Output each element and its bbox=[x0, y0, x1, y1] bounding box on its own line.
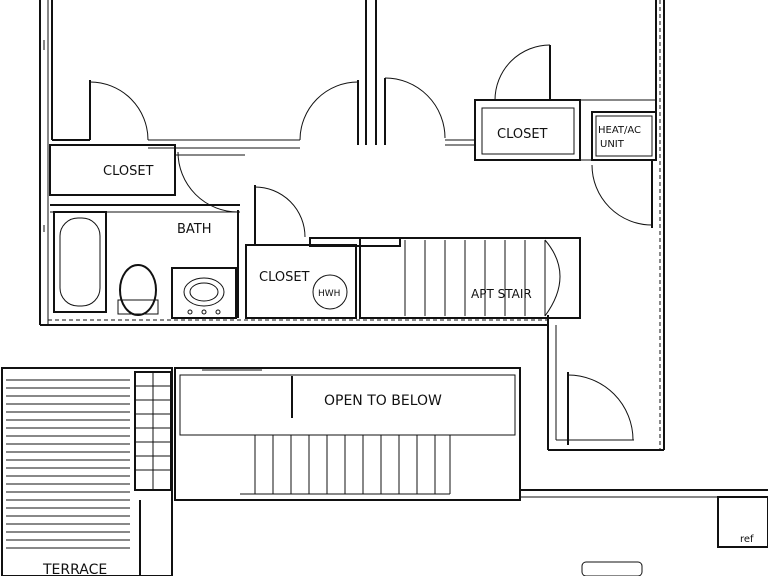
open-to-below-area bbox=[174, 367, 521, 501]
bath-label: BATH bbox=[177, 222, 212, 237]
exterior-walls bbox=[39, 0, 665, 451]
heat-ac-label-line1: HEAT/AC bbox=[598, 125, 641, 136]
closet-left-walls bbox=[49, 144, 245, 196]
closet-center-label: CLOSET bbox=[259, 270, 310, 285]
apt-stair-label: APT STAIR bbox=[471, 287, 532, 301]
bath-fixtures bbox=[50, 151, 240, 319]
closet-left-label: CLOSET bbox=[103, 164, 154, 179]
water-heater-label: HWH bbox=[318, 289, 340, 299]
terrace-decking bbox=[1, 367, 173, 576]
landing-door bbox=[567, 372, 634, 445]
apt-stair-treads bbox=[359, 237, 581, 319]
terrace-label: TERRACE bbox=[42, 562, 107, 576]
lower-right-walls bbox=[139, 489, 768, 576]
upper-partitions bbox=[51, 0, 657, 228]
refrigerator-label: ref bbox=[740, 534, 754, 545]
open-to-below-label: OPEN TO BELOW bbox=[324, 393, 442, 409]
closet-center-walls bbox=[245, 185, 401, 319]
heat-ac-label-line2: UNIT bbox=[600, 139, 625, 150]
closet-upper-right-label: CLOSET bbox=[497, 127, 548, 142]
